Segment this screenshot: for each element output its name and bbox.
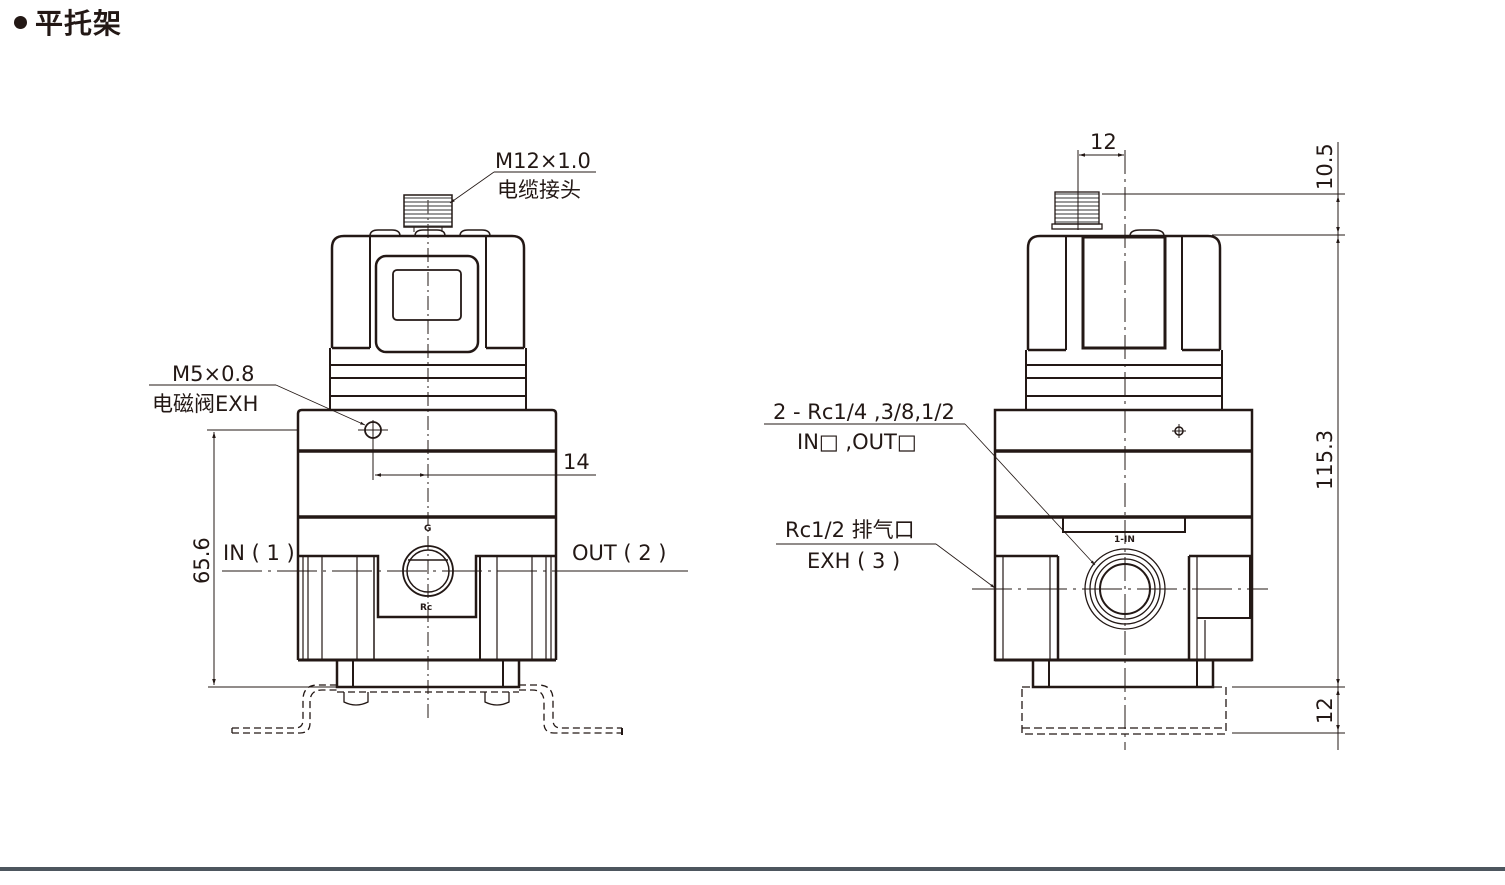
- dim-connector-width: 12: [1090, 130, 1117, 154]
- in-port-label: IN ( 1 ): [223, 541, 295, 565]
- dim-exh-offset: 14: [563, 450, 590, 474]
- side-view-labels: 12 10.5 115.3 12 2 - Rc1/4 ,3/8,1/2 IN□ …: [773, 130, 1337, 724]
- bullet-icon: [14, 15, 27, 29]
- cable-connector-spec: M12×1.0: [495, 149, 591, 173]
- rc-mark: Rc: [420, 603, 432, 613]
- dim-body-height: 115.3: [1313, 430, 1337, 490]
- solenoid-exh-name: 电磁阀EXH: [152, 392, 258, 416]
- front-view-labels: M12×1.0 电缆接头 M5×0.8 电磁阀EXH 14 IN ( 1 ) O…: [152, 149, 667, 613]
- side-view: [764, 142, 1345, 750]
- cable-connector-icon: [403, 194, 453, 228]
- cable-connector-name: 电缆接头: [497, 178, 581, 202]
- front-view: [149, 171, 688, 735]
- out-port-label: OUT ( 2 ): [572, 541, 667, 565]
- footer-divider: [0, 867, 1505, 871]
- solenoid-exh-spec: M5×0.8: [172, 362, 254, 386]
- port-names: IN□ ,OUT□: [797, 430, 917, 454]
- gauge-mark: G: [424, 524, 431, 534]
- dim-bracket-height: 12: [1313, 697, 1337, 724]
- cable-connector-side-icon: [1054, 191, 1100, 225]
- port-spec: 2 - Rc1/4 ,3/8,1/2: [773, 400, 955, 424]
- page-title: 平托架: [14, 2, 122, 42]
- dim-height-to-port: 65.6: [190, 537, 214, 584]
- exhaust-name: EXH ( 3 ): [807, 549, 900, 573]
- exhaust-spec: Rc1/2 排气口: [785, 518, 915, 542]
- dim-connector-height: 10.5: [1313, 143, 1337, 190]
- in-mark: 1-IN: [1114, 535, 1135, 545]
- page-title-text: 平托架: [35, 7, 123, 40]
